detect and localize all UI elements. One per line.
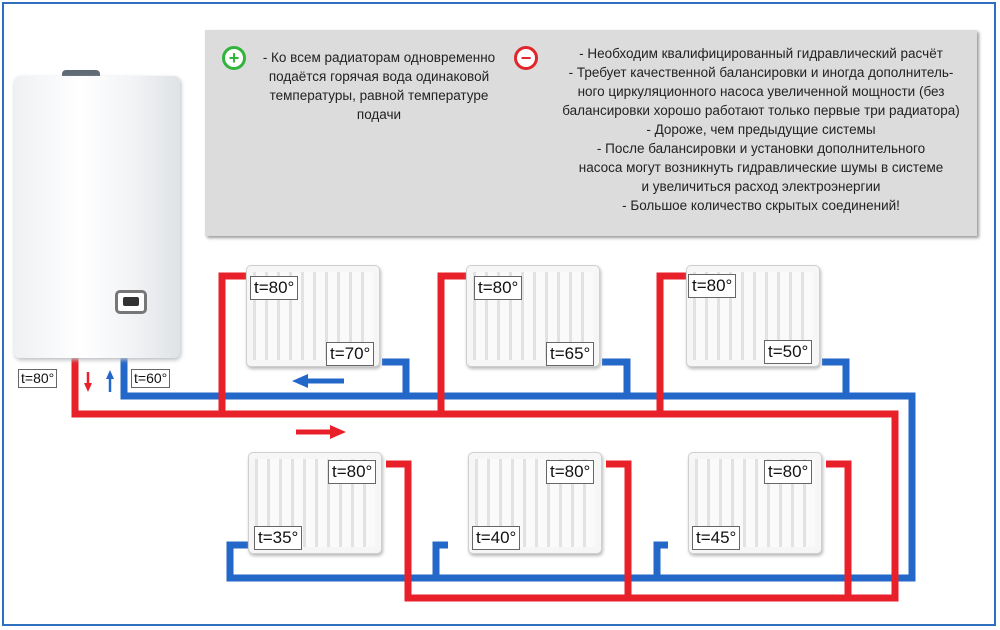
minus-icon: −	[514, 46, 538, 70]
radiator-top-1-inlet-temp: t=80°	[250, 276, 299, 300]
return-branch-bottom-2	[432, 541, 448, 578]
advantage-line: подачи	[356, 107, 402, 122]
radiator-top-3-inlet-temp: t=80°	[688, 274, 737, 298]
info-box	[205, 30, 977, 236]
radiator-bottom-3-outlet-temp: t=45°	[692, 526, 741, 550]
disadvantage-line: балансировки хорошо работают только перв…	[562, 103, 960, 118]
return-branch-bottom-3	[653, 541, 668, 578]
boiler-top-cap	[62, 70, 100, 79]
advantage-line: температуры, равной температуре	[269, 88, 489, 103]
plus-icon: +	[222, 46, 246, 70]
supply-branch-bottom-2	[606, 460, 632, 598]
supply-main-pipe	[71, 358, 899, 602]
radiator-top-3-outlet-temp: t=50°	[764, 340, 813, 364]
return-pipes	[120, 358, 916, 582]
radiator-bottom-1-inlet-temp: t=80°	[328, 460, 377, 484]
advantage-line: - Ко всем радиаторам одновременно	[262, 50, 496, 65]
disadvantages-text: - Необходим квалифицированный гидравличе…	[546, 44, 976, 215]
gas-boiler	[14, 76, 180, 358]
return-branch-top-2	[602, 358, 631, 396]
disadvantage-line: и увеличиться расход электроэнергии	[641, 179, 881, 194]
radiator-bottom-3-inlet-temp: t=80°	[764, 460, 813, 484]
supply-pipes	[71, 272, 899, 602]
supply-branch-top-3	[656, 272, 686, 414]
advantages-text: - Ко всем радиаторам одновременно подаёт…	[254, 48, 504, 124]
boiler-supply-arrow-icon	[84, 383, 92, 392]
disadvantage-line: - Дороже, чем предыдущие системы	[646, 122, 876, 137]
radiator-top-2-outlet-temp: t=65°	[546, 342, 595, 366]
supply-flow-arrow-icon	[330, 425, 346, 439]
boiler-return-temp: t=60°	[131, 369, 171, 388]
flow-arrows	[84, 370, 346, 439]
boiler-return-arrow-icon	[106, 370, 114, 379]
radiator-bottom-2-inlet-temp: t=80°	[546, 460, 595, 484]
return-flow-arrow-icon	[292, 374, 308, 388]
return-branch-top-3	[822, 358, 850, 396]
supply-branch-bottom-3	[826, 460, 852, 598]
disadvantage-line: - После балансировки и установки дополни…	[596, 141, 926, 156]
disadvantage-line: ного циркуляционного насоса увеличенной …	[577, 84, 945, 99]
disadvantage-line: насоса могут возникнуть гидравлические ш…	[578, 160, 944, 175]
radiator-bottom-2-outlet-temp: t=40°	[472, 526, 521, 550]
return-branch-top-1	[382, 358, 410, 396]
supply-branch-top-1	[218, 272, 246, 414]
disadvantage-line: - Требует качественной балансировки и ин…	[568, 65, 954, 80]
boiler-supply-temp: t=80°	[18, 369, 58, 388]
advantage-line: подаётся горячая вода одинаковой	[268, 69, 490, 84]
disadvantage-line: - Необходим квалифицированный гидравличе…	[579, 46, 943, 61]
supply-branch-top-2	[437, 272, 466, 414]
radiator-top-2-inlet-temp: t=80°	[474, 276, 523, 300]
return-main-pipe	[120, 358, 916, 582]
disadvantage-line: - Большое количество скрытых соединений!	[622, 198, 900, 213]
radiator-top-1-outlet-temp: t=70°	[326, 342, 375, 366]
radiator-bottom-1-outlet-temp: t=35°	[254, 526, 303, 550]
boiler-control-panel-icon	[115, 290, 147, 314]
